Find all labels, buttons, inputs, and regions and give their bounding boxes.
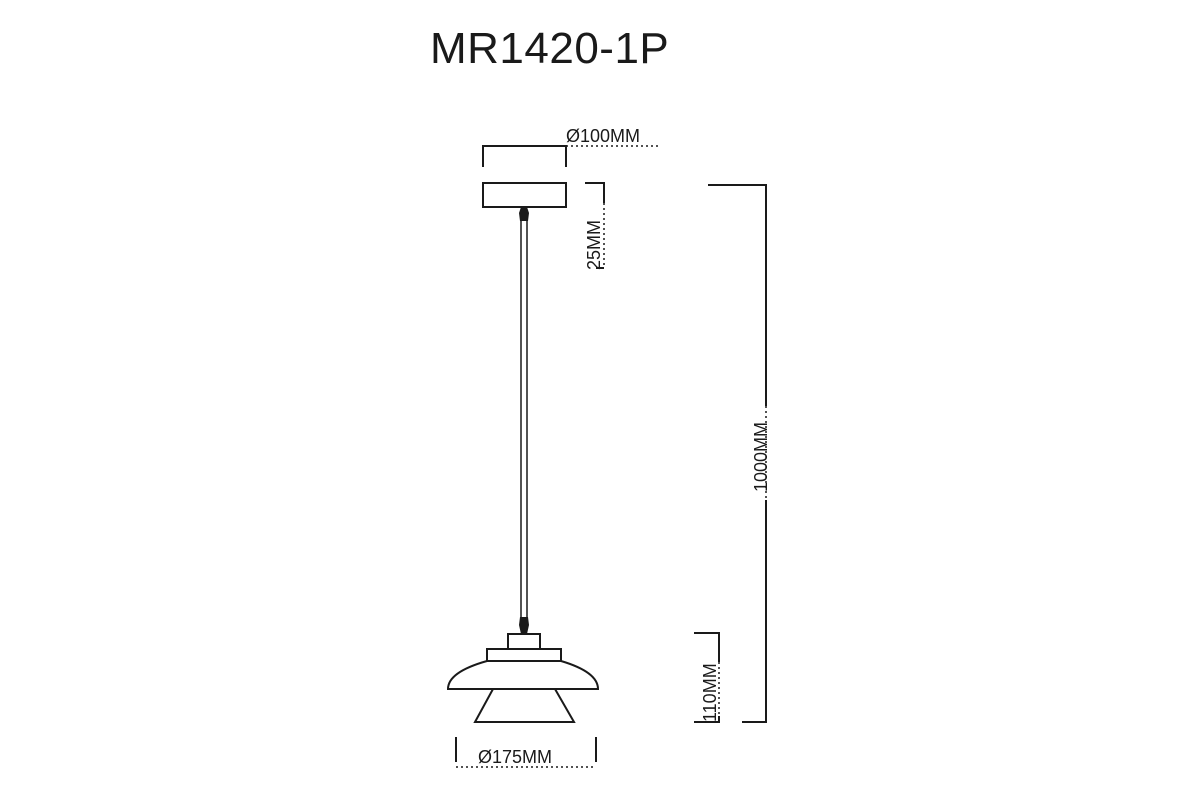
- model-title: MR1420-1P: [430, 24, 670, 73]
- canopy-diameter-dimension: Ø100MM: [482, 126, 660, 167]
- bottom-cord-connector: [519, 617, 529, 634]
- shade-height-label: 110MM: [700, 663, 720, 722]
- total-height-dimension: 1000MM: [708, 184, 771, 723]
- shade-diameter-dimension: Ø175MM: [455, 737, 597, 768]
- suspension-cord: [520, 221, 528, 617]
- canopy-diameter-label: Ø100MM: [566, 126, 640, 146]
- lamp-holder-collar: [486, 648, 562, 662]
- shade-diameter-label: Ø175MM: [478, 747, 552, 767]
- canopy-height-label: 25MM: [584, 220, 604, 270]
- shade-outer-disc: [446, 660, 600, 690]
- shade-height-dimension: 110MM: [694, 632, 720, 723]
- ceiling-canopy: [482, 182, 567, 208]
- total-height-label: 1000MM: [751, 422, 771, 492]
- shade-lower-cone: [473, 688, 576, 723]
- canopy-height-dimension: 25MM: [584, 182, 605, 270]
- top-cord-connector: [519, 207, 529, 221]
- lamp-holder-cap: [507, 633, 541, 650]
